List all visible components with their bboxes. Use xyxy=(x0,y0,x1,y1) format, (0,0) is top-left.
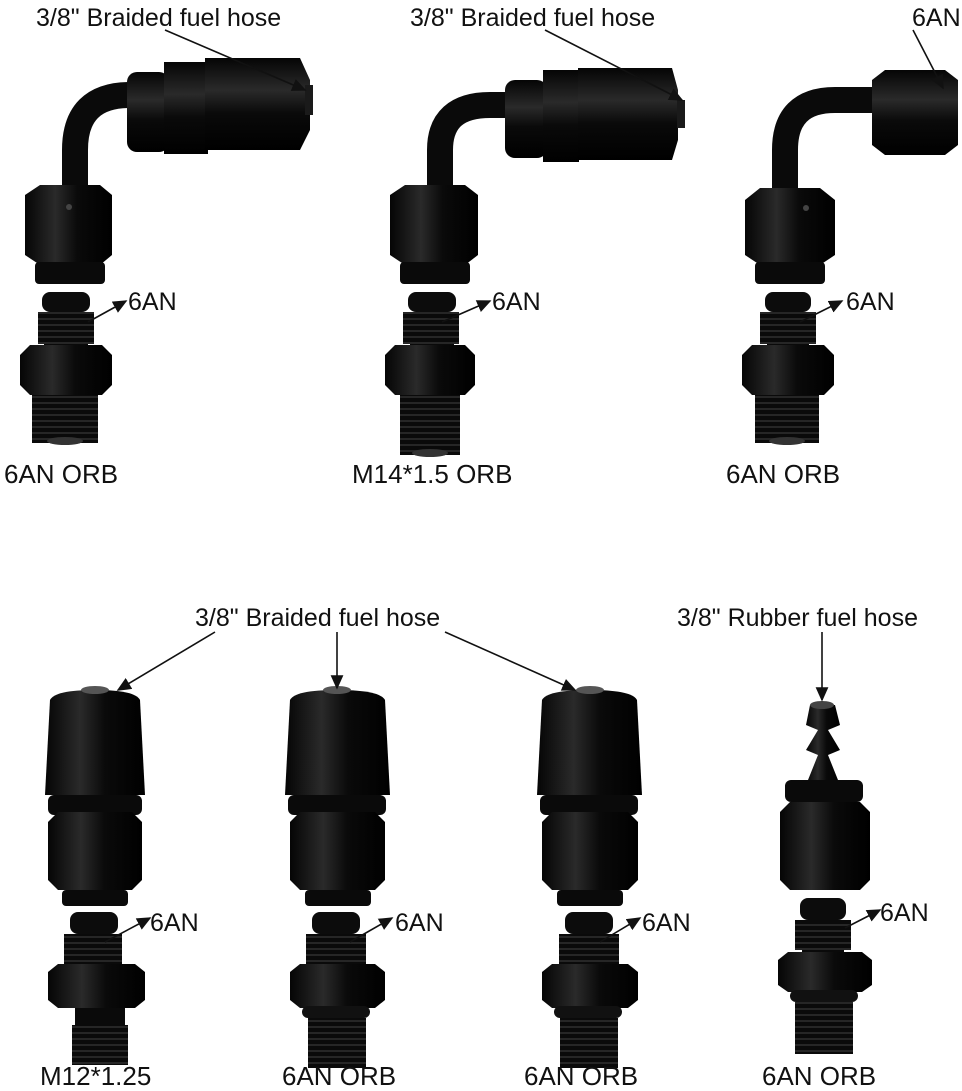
an-label-bottom-3: 6AN xyxy=(642,909,691,937)
an-label-top-3: 6AN xyxy=(912,4,961,32)
callout-arrows xyxy=(87,29,944,943)
fitting-straight-hose-end-2 xyxy=(285,686,390,1068)
caption-bottom-2: 6AN ORB xyxy=(282,1061,397,1091)
fitting-push-lock-barb xyxy=(778,701,872,1054)
an-label-top-3: 6AN xyxy=(846,288,895,316)
caption-bottom-1: M12*1.25 xyxy=(40,1061,152,1091)
an-label-bottom-2: 6AN xyxy=(395,909,444,937)
an-label-bottom-1: 6AN xyxy=(150,909,199,937)
hose-label-top-1: 3/8" Braided fuel hose xyxy=(36,4,282,32)
an-label-top-1: 6AN xyxy=(128,288,177,316)
an-label-top-2: 6AN xyxy=(492,288,541,316)
hose-label-bottom-rubber: 3/8" Rubber fuel hose xyxy=(677,604,918,632)
caption-bottom-4: 6AN ORB xyxy=(762,1061,877,1091)
fitting-90-female-swivel xyxy=(742,70,958,445)
hose-label-bottom-shared: 3/8" Braided fuel hose xyxy=(195,604,441,632)
fitting-straight-hose-end-3 xyxy=(537,686,642,1068)
hose-label-top-2: 3/8" Braided fuel hose xyxy=(410,4,656,32)
caption-top-1: 6AN ORB xyxy=(4,459,119,489)
fitting-90-hose-end-2 xyxy=(385,68,685,457)
fitting-straight-hose-end-1 xyxy=(45,686,145,1065)
fitting-90-hose-end-1 xyxy=(20,58,313,445)
an-label-bottom-4: 6AN xyxy=(880,899,929,927)
caption-bottom-3: 6AN ORB xyxy=(524,1061,639,1091)
caption-top-3: 6AN ORB xyxy=(726,459,841,489)
caption-top-2: M14*1.5 ORB xyxy=(352,459,513,489)
